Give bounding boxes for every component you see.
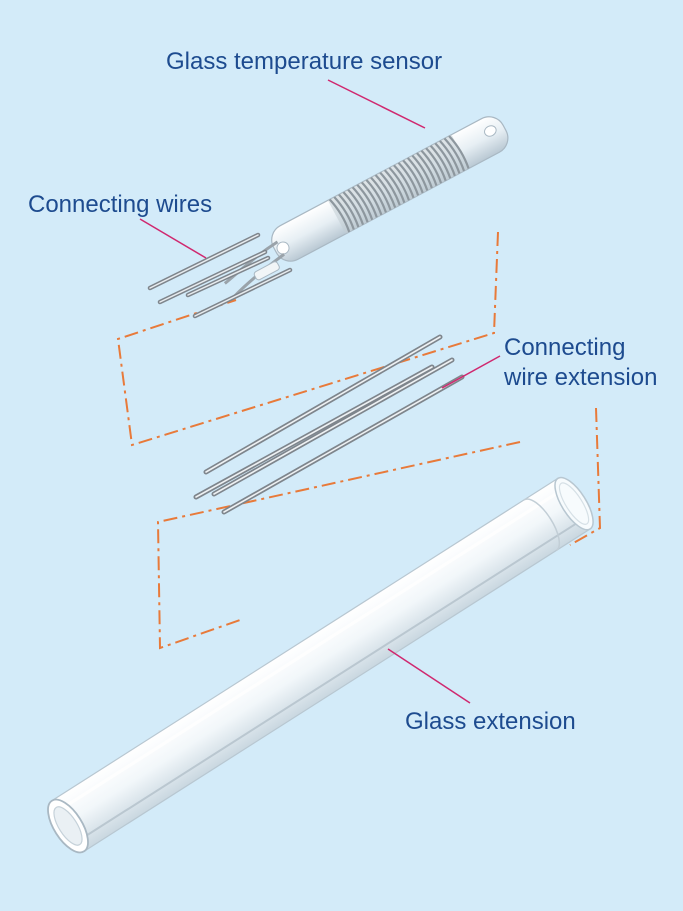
coil-turn: [429, 144, 452, 179]
leader-line-glass: [387, 648, 471, 704]
coil-turn: [425, 147, 447, 182]
connecting-wires: [147, 232, 293, 319]
leader-line-extension: [441, 355, 501, 389]
coil-turn: [379, 171, 401, 206]
coil-turn: [416, 152, 438, 187]
connecting-wire-extension: [193, 334, 465, 515]
coil-turn: [365, 179, 388, 213]
coil-turn: [420, 149, 443, 184]
coil-turn: [397, 162, 420, 196]
sensor-coil: [327, 134, 470, 234]
coil-turn: [338, 193, 360, 228]
leader-lines: [139, 79, 501, 704]
leader-line-sensor: [327, 79, 426, 129]
coil-turn: [439, 140, 461, 174]
label-glass-extension: Glass extension: [405, 708, 576, 735]
label-extension-line-2: wire extension: [504, 364, 658, 391]
lower-dashed-frame: [156, 407, 602, 650]
glass-temperature-sensor: [223, 116, 509, 298]
coil-turn: [374, 174, 397, 208]
coil-turn: [342, 191, 365, 226]
coil-turn: [370, 176, 392, 211]
coil-turn: [443, 137, 466, 172]
label-connecting-wire-extension: Connecting wire extension: [504, 333, 657, 393]
coil-turn: [434, 142, 456, 177]
coil-turn: [328, 198, 351, 233]
coil-turn: [388, 166, 410, 201]
glass-extension-tube: [47, 476, 594, 854]
coil-turn: [406, 157, 429, 191]
label-extension-line-1: Connecting: [504, 334, 626, 361]
label-connecting-wires: Connecting wires: [28, 191, 213, 218]
coil-turn: [383, 169, 406, 204]
coil-turn: [402, 159, 424, 194]
coil-turn: [356, 184, 378, 218]
coil-turn: [333, 196, 355, 230]
coil-turn: [351, 186, 374, 221]
coil-turn: [360, 181, 383, 216]
coil-turn: [448, 135, 470, 169]
coil-turn: [393, 164, 415, 199]
upper-dashed-frame: [116, 231, 499, 447]
leader-line-wires: [139, 218, 207, 259]
label-glass-temperature-sensor: Glass temperature sensor: [166, 48, 443, 75]
coil-turn: [347, 188, 369, 223]
coil-turn: [411, 154, 433, 189]
